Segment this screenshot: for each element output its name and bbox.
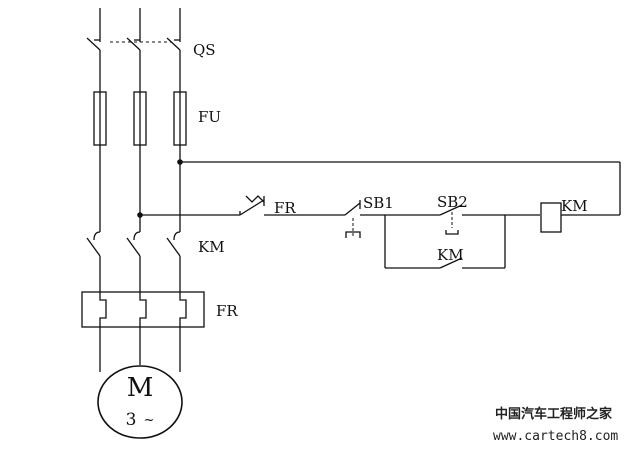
qs-switch	[86, 37, 181, 90]
km-aux-contact	[385, 257, 505, 269]
sb1-label: SB1	[363, 194, 394, 212]
motor-symbol: ~	[144, 413, 155, 428]
km-aux-label: KM	[437, 246, 464, 264]
motor-letter: M	[127, 373, 154, 403]
power-lines	[99, 8, 181, 42]
fu-label: FU	[198, 108, 221, 126]
fr-nc-contact	[239, 195, 345, 216]
fu-fuses	[93, 90, 187, 148]
fr-relay-label: FR	[216, 302, 238, 320]
motor-phase: 3	[126, 410, 137, 430]
qs-label: QS	[193, 41, 216, 59]
km-main-contacts	[86, 231, 181, 292]
phase-wiring	[99, 148, 183, 232]
fr-thermal-relay	[81, 291, 205, 328]
motor: M 3 ~	[97, 365, 183, 439]
km-coil	[540, 202, 570, 233]
fr-contact-label: FR	[274, 199, 296, 217]
watermark-url: www.cartech8.com	[493, 429, 618, 444]
sb1-stop-button	[344, 200, 385, 238]
watermark-site-name: 中国汽车工程师之家	[495, 406, 613, 422]
sb2-label: SB2	[437, 193, 468, 211]
control-circuit: FR SB1 SB2 KM	[140, 161, 621, 269]
km-coil-label: KM	[561, 197, 588, 215]
sb2-start-button	[439, 204, 540, 235]
motor-leads	[99, 327, 181, 372]
km-main-label: KM	[198, 238, 225, 256]
